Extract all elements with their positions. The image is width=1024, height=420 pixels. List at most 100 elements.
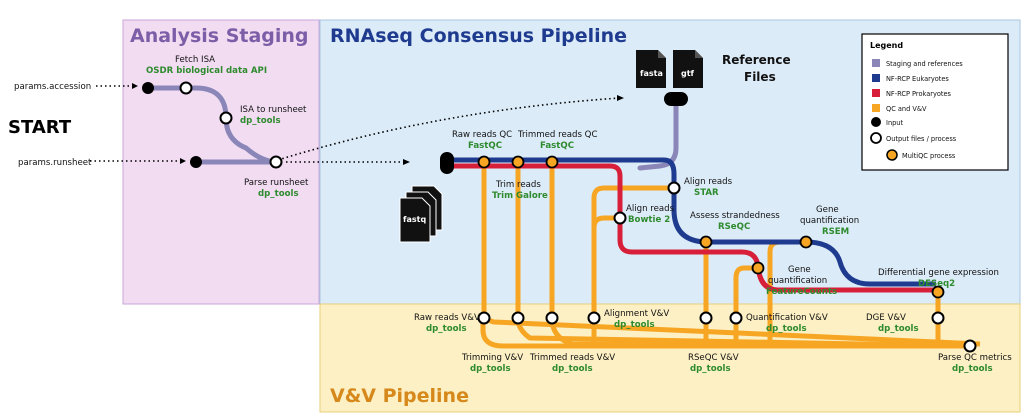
arrow-accession xyxy=(132,83,138,89)
deg-label: Differential gene expression xyxy=(878,268,999,278)
legend-label-qc: QC and V&V xyxy=(886,105,927,113)
section-title-rnaseq: RNAseq Consensus Pipeline xyxy=(330,25,627,47)
vv-pipeline-panel xyxy=(319,303,1021,413)
legend-label-output: Output files / process xyxy=(886,135,957,143)
node-align-bowtie xyxy=(613,211,627,225)
raw-vv-label: Raw reads V&V xyxy=(414,313,480,323)
section-title-vv: V&V Pipeline xyxy=(330,385,469,407)
arrow-fastq xyxy=(403,159,410,165)
node-parse-runsheet xyxy=(269,155,283,169)
rseqc-vv-label: RSeQC V&V xyxy=(688,353,739,363)
quant-vv-label: Quantification V&V xyxy=(746,313,828,323)
node-align-star xyxy=(667,181,681,195)
node-quant-fc xyxy=(751,261,765,275)
legend-multiqc-symbol xyxy=(886,149,898,161)
fastq-file-icon: fastq xyxy=(399,185,443,243)
isa-runsheet-tool: dp_tools xyxy=(240,116,281,126)
trimmed-vv-tool: dp_tools xyxy=(552,364,593,374)
parse-qc-label: Parse QC metrics xyxy=(938,353,1012,363)
reference-input-capsule xyxy=(664,92,688,106)
node-raw-qc xyxy=(477,155,491,169)
trim-reads-label: Trim reads xyxy=(495,180,541,190)
quant-fc-label-2: quantification xyxy=(768,276,827,286)
input-node-runsheet xyxy=(190,156,202,168)
svg-text:gtf: gtf xyxy=(681,69,695,78)
alignment-vv-tool: dp_tools xyxy=(614,320,655,330)
node-deg xyxy=(931,285,945,299)
legend-label-input: Input xyxy=(886,119,903,127)
multiqc-nodes xyxy=(477,155,945,299)
quant-rsem-label-1: Gene xyxy=(816,205,839,215)
align-star-label: Align reads xyxy=(684,177,733,187)
trimming-vv-label: Trimming V&V xyxy=(461,353,523,363)
node-quant-vv xyxy=(729,311,743,325)
fetch-isa-label: Fetch ISA xyxy=(175,55,215,65)
parse-qc-tool: dp_tools xyxy=(952,364,993,374)
legend-swatch-eukaryotes xyxy=(872,74,880,82)
node-alignment-vv xyxy=(587,311,601,325)
node-dge-vv xyxy=(931,311,945,325)
quant-vv-tool: dp_tools xyxy=(766,324,807,334)
rseqc-vv-tool: dp_tools xyxy=(690,364,731,374)
legend-label-eukaryotes: NF-RCP Eukaryotes xyxy=(886,75,949,83)
arrow-reference xyxy=(617,95,624,101)
node-raw-vv xyxy=(477,311,491,325)
parse-runsheet-label: Parse runsheet xyxy=(244,178,309,188)
fetch-isa-tool: OSDR biological data API xyxy=(146,66,267,76)
input-node-accession xyxy=(142,82,154,94)
raw-qc-label: Raw reads QC xyxy=(452,130,512,140)
output-nodes xyxy=(179,81,977,353)
node-parse-qc xyxy=(963,339,977,353)
param-accession-label: params.accession xyxy=(14,82,91,92)
node-rseqc-vv xyxy=(699,311,713,325)
quant-rsem-label-2: quantification xyxy=(800,216,859,226)
isa-runsheet-label: ISA to runsheet xyxy=(240,105,307,115)
align-star-tool: STAR xyxy=(694,188,719,198)
legend-label-staging: Staging and references xyxy=(886,60,963,68)
input-connectors xyxy=(90,85,621,163)
align-bowtie-tool: Bowtie 2 xyxy=(628,215,670,225)
prokaryote-line xyxy=(448,163,936,293)
trim-reads-tool: Trim Galore xyxy=(492,191,548,201)
node-strandedness xyxy=(699,235,713,249)
trimmed-vv-label: Trimmed reads V&V xyxy=(529,353,615,363)
legend-label-prokaryotes: NF-RCP Prokaryotes xyxy=(886,90,952,98)
align-bowtie-label: Align reads xyxy=(626,204,675,214)
legend-swatch-qc xyxy=(872,104,880,112)
node-trimmed-vv xyxy=(545,311,559,325)
raw-qc-tool: FastQC xyxy=(468,141,502,151)
reference-files-label-2: Files xyxy=(744,70,776,84)
fasta-file-icon: fasta xyxy=(636,50,666,88)
node-isa-to-runsheet xyxy=(219,111,233,125)
svg-text:fasta: fasta xyxy=(640,69,663,78)
reference-files-label-1: Reference xyxy=(722,53,791,67)
alignment-vv-label: Alignment V&V xyxy=(604,309,669,319)
node-trimmed-qc xyxy=(545,155,559,169)
param-runsheet-label: params.runsheet xyxy=(18,158,92,168)
legend-output-symbol xyxy=(870,132,882,144)
parse-runsheet-tool: dp_tools xyxy=(258,189,299,199)
section-title-staging: Analysis Staging xyxy=(130,25,309,47)
dge-vv-label: DGE V&V xyxy=(866,313,906,323)
strandedness-label: Assess strandedness xyxy=(690,211,780,221)
legend-label-multiqc: MultiQC process xyxy=(902,152,956,160)
dge-vv-tool: dp_tools xyxy=(878,324,919,334)
svg-text:fastq: fastq xyxy=(403,215,426,224)
node-trim-reads xyxy=(511,155,525,169)
quant-rsem-tool: RSEM xyxy=(822,227,849,237)
node-trimming-vv xyxy=(511,311,525,325)
raw-input-capsule xyxy=(440,152,454,174)
gtf-file-icon: gtf xyxy=(673,50,703,88)
legend-input-symbol xyxy=(871,117,881,127)
start-label: START xyxy=(8,117,72,138)
legend-title: Legend xyxy=(870,41,903,50)
deg-tool: DESeq2 xyxy=(918,279,955,289)
strandedness-tool: RSeQC xyxy=(718,222,750,232)
trimmed-qc-tool: FastQC xyxy=(540,141,574,151)
node-quant-rsem xyxy=(799,235,813,249)
arrow-runsheet xyxy=(180,158,186,164)
node-fetch-isa xyxy=(179,81,193,95)
legend-swatch-prokaryotes xyxy=(872,89,880,97)
quant-fc-tool: FeatureCounts xyxy=(766,287,837,297)
